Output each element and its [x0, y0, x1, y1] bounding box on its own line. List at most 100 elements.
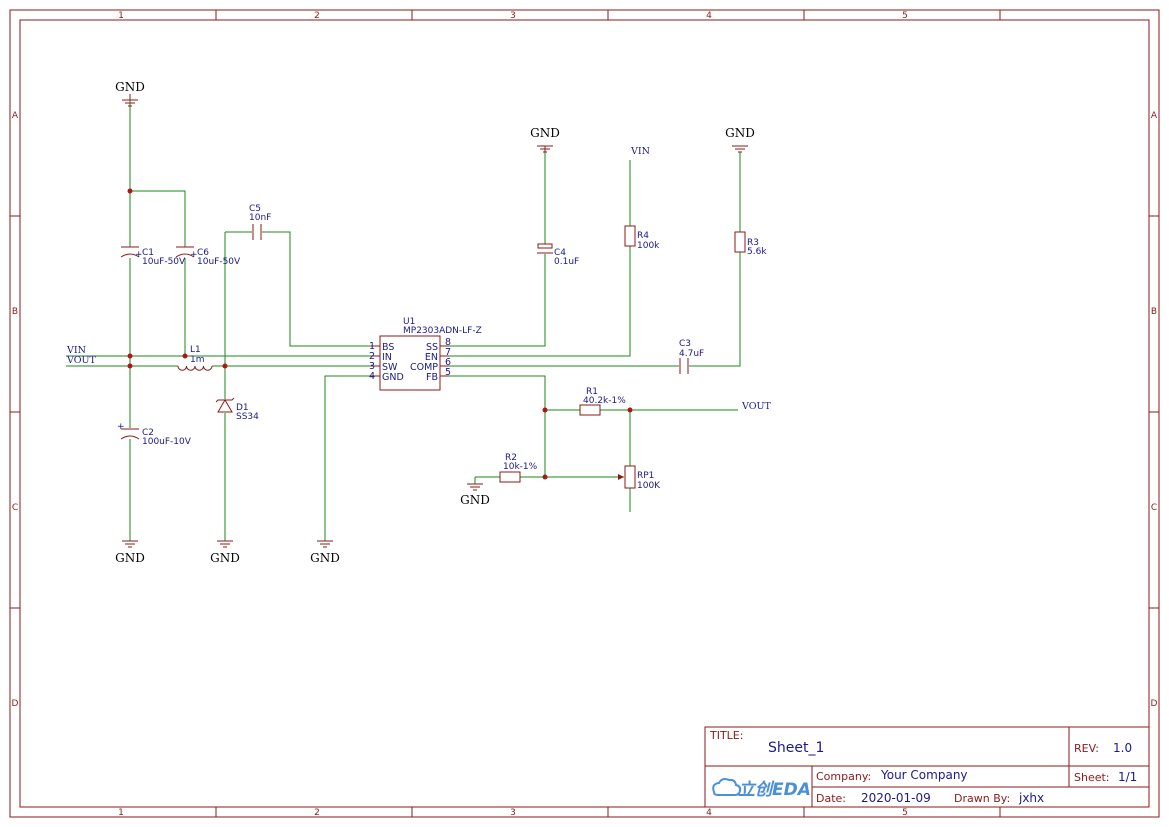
gnd-label: GND	[210, 551, 240, 565]
gnd-symbol[interactable]: GND	[115, 80, 145, 107]
resistor-r1[interactable]: R1 40.2k-1%	[579, 387, 626, 416]
pin-name: EN	[425, 352, 438, 363]
polarity-mark: +	[117, 422, 125, 432]
ic-u1[interactable]: U1 MP2303ADN-LF-Z 1 2 3 4 BS IN SW GND 8…	[369, 317, 482, 391]
component-ref: C6	[197, 248, 209, 258]
cloud-icon	[712, 778, 742, 796]
polarity-mark: +	[135, 250, 143, 260]
component-value: SS34	[236, 412, 259, 422]
wire-fb[interactable]	[440, 375, 546, 477]
component-ref: R2	[505, 453, 517, 463]
resistor-r2[interactable]: R2 10k-1%	[499, 453, 538, 483]
rev-value[interactable]: 1.0	[1113, 741, 1132, 755]
pin-name: IN	[382, 352, 392, 363]
frame-row-label: C	[12, 503, 18, 513]
component-value: 10uF-50V	[197, 257, 241, 267]
capacitor-c1[interactable]: + C1 10uF-50V	[120, 246, 186, 267]
resistor-r4[interactable]: R4 100k	[624, 225, 660, 251]
pin-number: 4	[369, 371, 375, 382]
pin-number: 2	[369, 351, 375, 362]
net-label-vout[interactable]: VOUT	[66, 355, 96, 366]
wire-gnd[interactable]	[324, 375, 371, 541]
pin-name: BS	[382, 342, 394, 353]
net-label-vin[interactable]: VIN	[66, 345, 86, 356]
gnd-symbol[interactable]: GND	[530, 126, 560, 153]
net-label-vout[interactable]: VOUT	[741, 401, 771, 412]
rev-label: REV:	[1074, 742, 1099, 755]
wire-en[interactable]	[440, 246, 631, 357]
component-value: MP2303ADN-LF-Z	[403, 326, 482, 336]
frame-col-label: 1	[118, 11, 124, 21]
pin-number: 3	[369, 361, 375, 372]
component-ref: RP1	[637, 471, 654, 481]
component-value: 100K	[637, 481, 661, 491]
pin-name: COMP	[410, 362, 438, 373]
component-ref: C2	[142, 428, 154, 438]
pin-name: SW	[382, 362, 398, 373]
gnd-symbol[interactable]: GND	[210, 540, 240, 565]
gnd-symbol[interactable]: GND	[115, 540, 145, 565]
title-value[interactable]: Sheet_1	[768, 740, 824, 756]
ic-body[interactable]	[379, 335, 441, 391]
frame-col-label: 3	[510, 11, 516, 21]
component-ref: C4	[554, 248, 566, 258]
frame-row-label: A	[1151, 111, 1158, 121]
frame-row-label: C	[1151, 503, 1157, 513]
resistor-r3[interactable]: R3 5.6k	[734, 231, 767, 257]
title-block: TITLE: Sheet_1 REV: 1.0 Company: Your Co…	[704, 726, 1150, 808]
frame-outer-border	[9, 9, 1160, 818]
diode-d1[interactable]: D1 SS34	[215, 397, 259, 422]
sheet-label: Sheet:	[1074, 771, 1110, 784]
frame-col-label: 4	[706, 11, 712, 21]
wire-ss[interactable]	[440, 254, 546, 347]
gnd-symbol[interactable]: GND	[725, 126, 755, 153]
frame-col-label: 3	[510, 808, 516, 818]
component-ref: C5	[249, 204, 261, 214]
drawn-by-value[interactable]: jxhx	[1018, 791, 1044, 805]
component-ref: R3	[747, 238, 759, 248]
component-value: 10uF-50V	[142, 257, 186, 267]
component-value: 10k-1%	[503, 462, 538, 472]
capacitor-c4[interactable]: C4 0.1uF	[537, 243, 579, 267]
sheet-value[interactable]: 1/1	[1118, 770, 1137, 784]
pin-name: GND	[382, 372, 404, 383]
capacitor-c6[interactable]: + C6 10uF-50V	[175, 246, 241, 267]
pin-number: 6	[445, 357, 451, 368]
component-value: 1m	[190, 355, 205, 365]
gnd-symbol[interactable]: GND	[310, 540, 340, 565]
potentiometer-rp1[interactable]: RP1 100K	[618, 465, 661, 491]
capacitor-c3[interactable]: C3 4.7uF	[679, 339, 704, 374]
pin-number: 8	[445, 337, 451, 348]
component-ref: D1	[236, 403, 249, 413]
pin-name: SS	[426, 342, 438, 353]
gnd-label: GND	[725, 126, 755, 140]
frame-row-label: D	[12, 699, 19, 709]
drawing-frame: 1 2 3 4 5 1 2 3 4 5 A B C D A B C D	[9, 9, 1160, 818]
component-value: 4.7uF	[679, 349, 704, 359]
capacitor-c2[interactable]: + C2 100uF-10V	[117, 422, 192, 447]
wire[interactable]	[689, 252, 741, 367]
component-value: 5.6k	[747, 247, 767, 257]
component-value: 100k	[637, 241, 660, 251]
gnd-label: GND	[460, 493, 490, 507]
gnd-symbol[interactable]: GND	[460, 483, 490, 507]
gnd-label: GND	[530, 126, 560, 140]
date-value[interactable]: 2020-01-09	[861, 791, 931, 805]
capacitor-c5[interactable]: C5 10nF	[249, 204, 271, 240]
component-ref: L1	[190, 345, 201, 355]
wire-bs[interactable]	[262, 231, 371, 347]
gnd-label: GND	[310, 551, 340, 565]
date-label: Date:	[816, 792, 846, 805]
company-value[interactable]: Your Company	[880, 768, 968, 782]
component-ref: R1	[586, 387, 598, 397]
pin-number: 7	[445, 347, 451, 358]
frame-col-label: 5	[902, 808, 908, 818]
inductor-l1[interactable]: L1 1m	[177, 345, 213, 371]
component-ref: U1	[403, 317, 415, 327]
wire[interactable]	[130, 190, 186, 247]
frame-col-label: 4	[706, 808, 712, 818]
net-label-vin[interactable]: VIN	[630, 146, 650, 157]
drawn-by-label: Drawn By:	[954, 792, 1010, 805]
lceda-logo: 立创EDA	[712, 778, 811, 800]
